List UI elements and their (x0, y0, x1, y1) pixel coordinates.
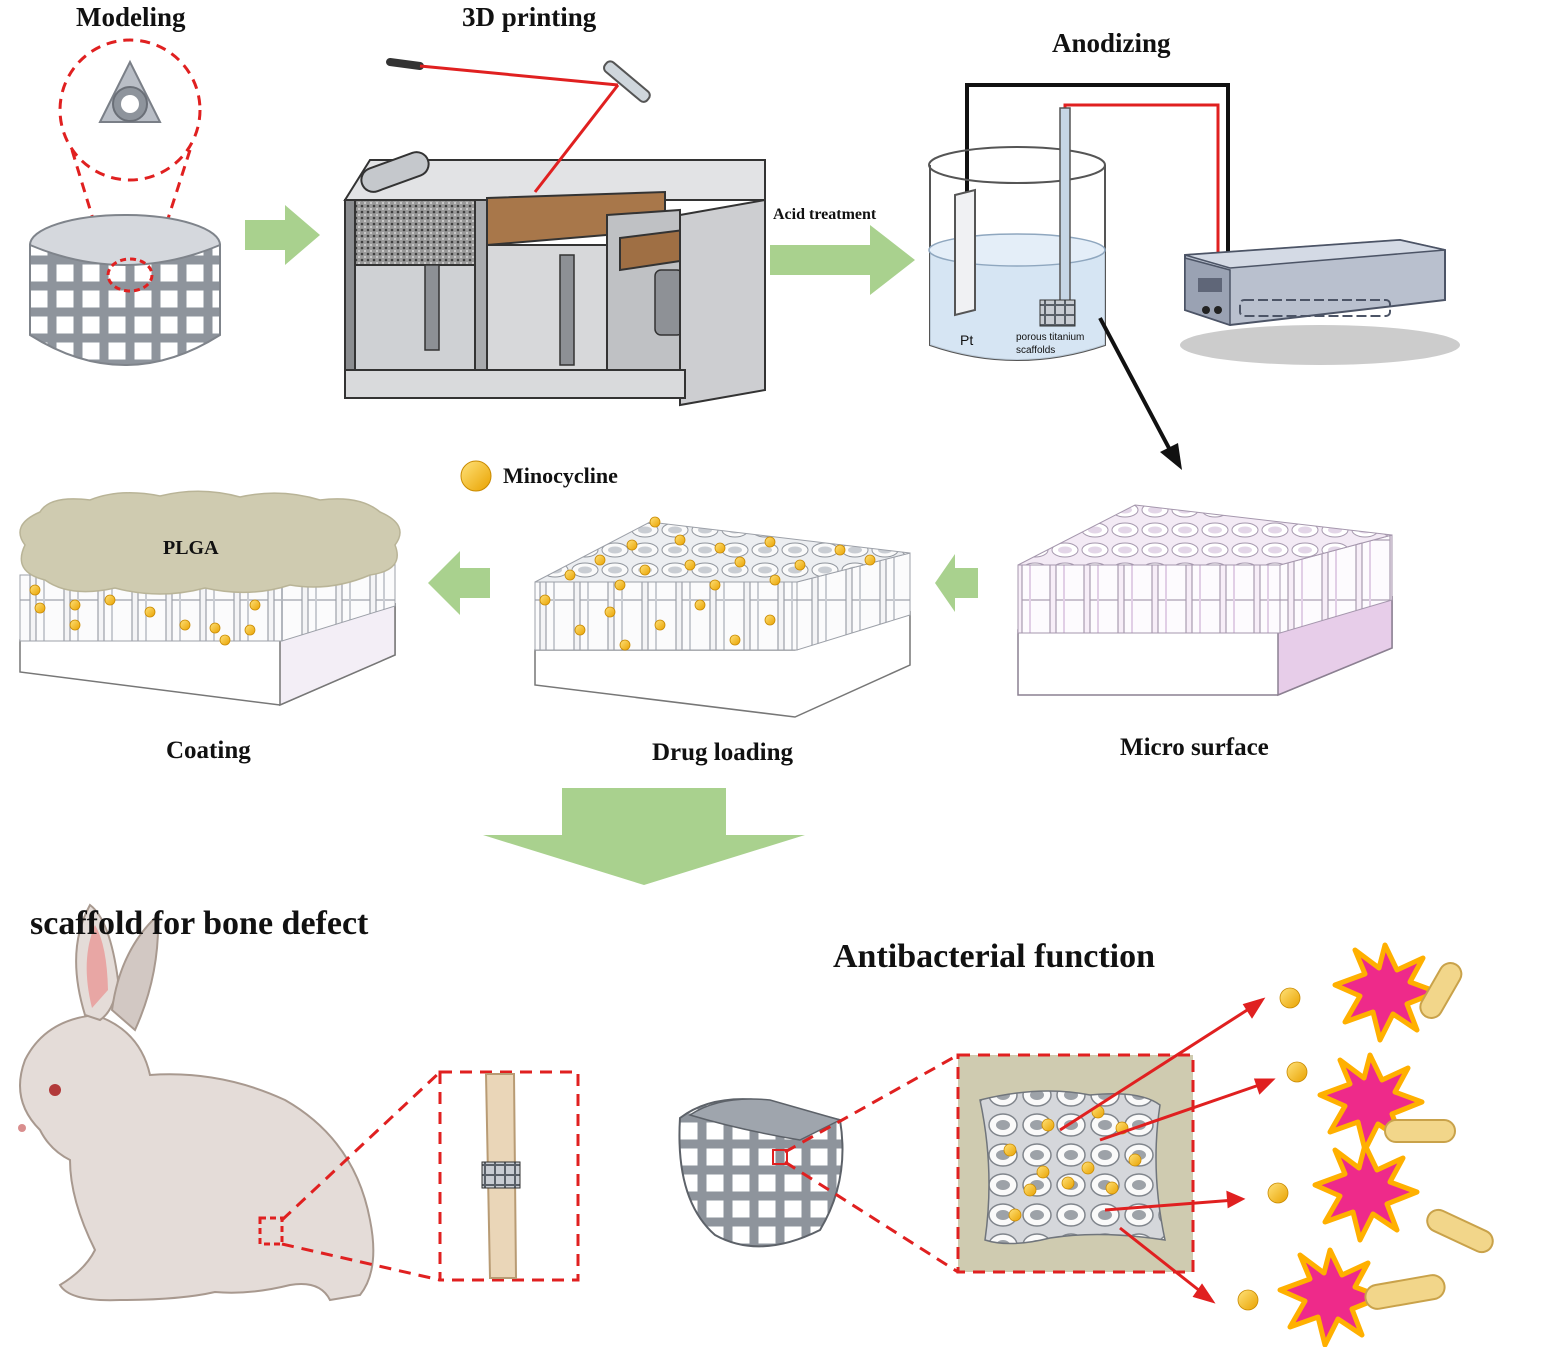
defect-site-marker (258, 1216, 284, 1246)
laser-beam (419, 64, 619, 87)
label-scaffolds: scaffolds (1016, 345, 1056, 356)
label-coating: Coating (166, 737, 251, 764)
titanium-scaffold (1039, 299, 1076, 327)
coating-block (19, 490, 401, 707)
arrow-acid-treatment (770, 225, 915, 295)
bone-zoom-box (438, 1070, 580, 1282)
title-antibacterial-function: Antibacterial function (833, 938, 1156, 975)
power-supply (1180, 238, 1460, 365)
recoater-roller (360, 151, 430, 193)
label-acid-treatment: Acid treatment (773, 206, 877, 223)
rabbit-illustration (18, 903, 375, 1302)
minocycline-dots (539, 516, 876, 651)
label-porous-titanium: porous titanium (1016, 332, 1085, 343)
label-3d-printing: 3D printing (462, 2, 597, 32)
arrow-modeling-to-printing (245, 205, 320, 265)
arrow-to-micro-surface (1160, 443, 1182, 470)
nanotube-surface (979, 1090, 1166, 1245)
zoom-circle (58, 38, 202, 182)
arrow-down-to-application (483, 788, 805, 885)
label-micro-surface: Micro surface (1120, 734, 1269, 761)
label-plga: PLGA (163, 537, 219, 559)
lattice-cylinder (29, 214, 221, 366)
scaffold-3d (678, 1098, 844, 1248)
implanted-scaffold (481, 1161, 521, 1189)
legend-minocycline: Minocycline (503, 463, 618, 488)
plga-cloud (19, 490, 401, 595)
modeling-illustration (29, 38, 221, 366)
drug-loading-block (534, 516, 911, 718)
mirror-icon (603, 60, 651, 103)
release-arrows (1059, 997, 1276, 1304)
printer-illustration (343, 58, 766, 407)
flow-arrows (245, 205, 1182, 885)
pt-electrode (954, 188, 976, 317)
label-modeling: Modeling (76, 2, 186, 32)
label-pt-electrode: Pt (960, 332, 974, 348)
anodizing-illustration (928, 83, 1460, 365)
surface-zoom-box (956, 1053, 1195, 1274)
scaffold-holder (1059, 107, 1071, 309)
bacteria-kill-icons (1277, 942, 1494, 1348)
black-wire (965, 83, 1230, 310)
laser-emitter (386, 58, 424, 70)
unit-cell-icon (98, 59, 162, 123)
title-scaffold-bone-defect: scaffold for bone defect (30, 905, 369, 942)
minocycline-legend-dot (460, 460, 492, 492)
arrow-drug-to-coating (428, 551, 490, 615)
arrow-micro-to-drug (935, 554, 978, 612)
micro-surface-block (1017, 504, 1393, 697)
released-drug-dots (1237, 987, 1308, 1311)
label-drug-loading: Drug loading (652, 739, 794, 766)
rabbit-eye (49, 1084, 61, 1096)
label-anodizing: Anodizing (1052, 28, 1171, 58)
